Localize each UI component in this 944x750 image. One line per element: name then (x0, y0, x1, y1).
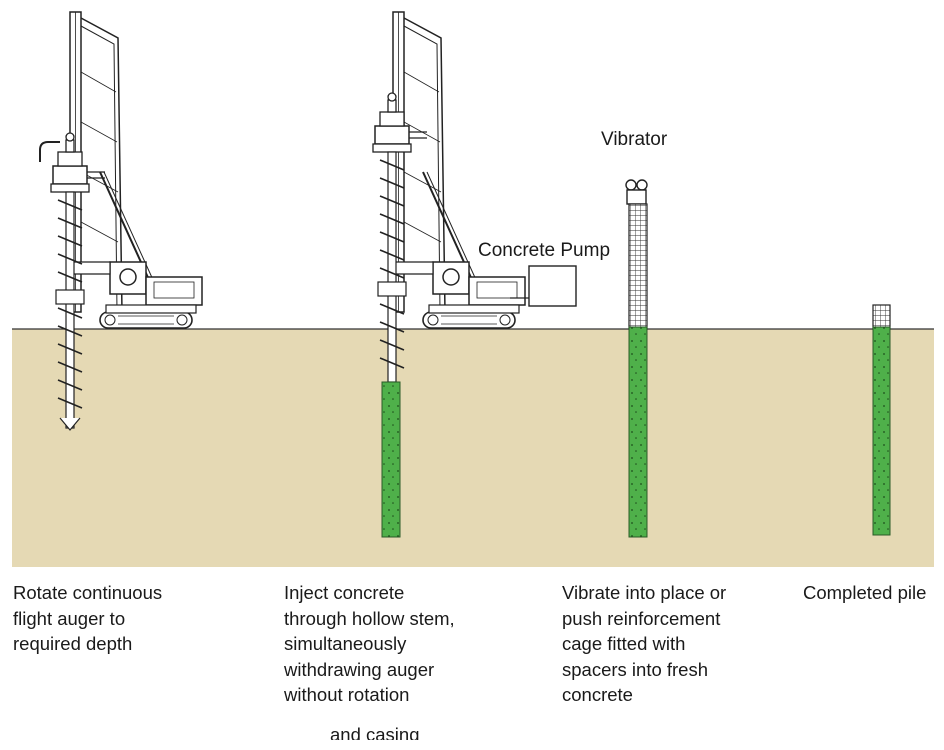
step-3-caption: Vibrate into place or push reinforcement… (562, 582, 727, 705)
step-4-caption: Completed pile (803, 582, 927, 603)
stage-3-cage (628, 203, 648, 330)
step-2-caption: Inject concrete through hollow stem, sim… (284, 582, 455, 705)
concrete-pump (528, 265, 577, 307)
concrete-pump-label: Concrete Pump (478, 240, 610, 261)
stage-3-vibrator (625, 179, 648, 205)
stage-1-rig (39, 11, 203, 431)
vibrator-label: Vibrator (601, 129, 668, 150)
stage-4-cage-top (872, 304, 891, 330)
step-1-caption: Rotate continuous flight auger to requir… (13, 582, 163, 654)
cutoff-caption-fragment: and casing (330, 724, 420, 740)
soil (12, 329, 934, 567)
stage-2-rig (372, 11, 526, 383)
